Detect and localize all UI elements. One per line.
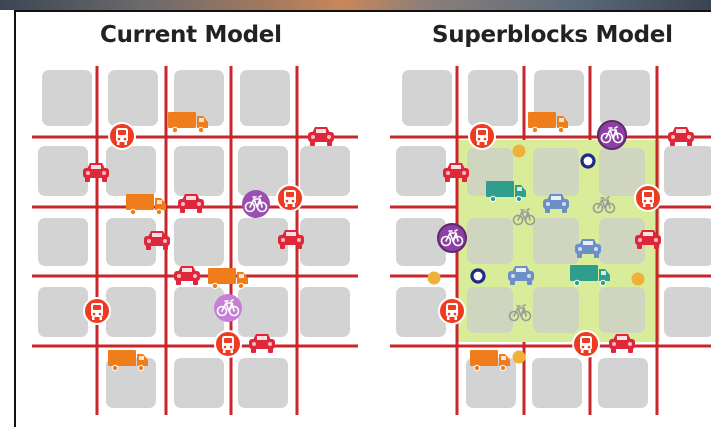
superblock-green-area — [456, 140, 660, 342]
bus-icon — [438, 297, 466, 325]
superblocks-model-grid — [390, 66, 711, 415]
bus-icon — [572, 330, 600, 358]
vehicles-superblocks — [427, 112, 694, 372]
car-icon — [308, 127, 334, 146]
current-model-grid — [32, 66, 358, 415]
video-frame-strip — [0, 0, 711, 10]
bike-icon — [437, 223, 467, 253]
city-blocks — [396, 70, 711, 408]
bike-icon — [597, 120, 627, 150]
vehicles-current — [83, 112, 334, 372]
pedestrian-dot-icon — [512, 350, 526, 364]
superblocks-model-title: Superblocks Model — [432, 22, 673, 48]
car-icon — [668, 127, 694, 146]
pedestrian-dot-icon — [427, 271, 441, 285]
bus-icon — [634, 184, 662, 212]
bus-icon — [83, 297, 111, 325]
current-model-title: Current Model — [100, 22, 282, 48]
bus-icon — [214, 330, 242, 358]
stop-icon — [470, 268, 486, 284]
pedestrian-dot-icon — [512, 144, 526, 158]
car-icon — [178, 194, 204, 213]
bike-icon — [214, 294, 242, 322]
car-icon — [174, 266, 200, 285]
truck-icon — [126, 194, 166, 216]
city-blocks — [38, 70, 350, 408]
bus-icon — [276, 184, 304, 212]
bus-icon — [108, 122, 136, 150]
pedestrian-dot-icon — [631, 272, 645, 286]
truck-icon — [208, 268, 248, 290]
stop-icon — [580, 153, 596, 169]
bike-icon — [242, 190, 270, 218]
bus-icon — [468, 122, 496, 150]
